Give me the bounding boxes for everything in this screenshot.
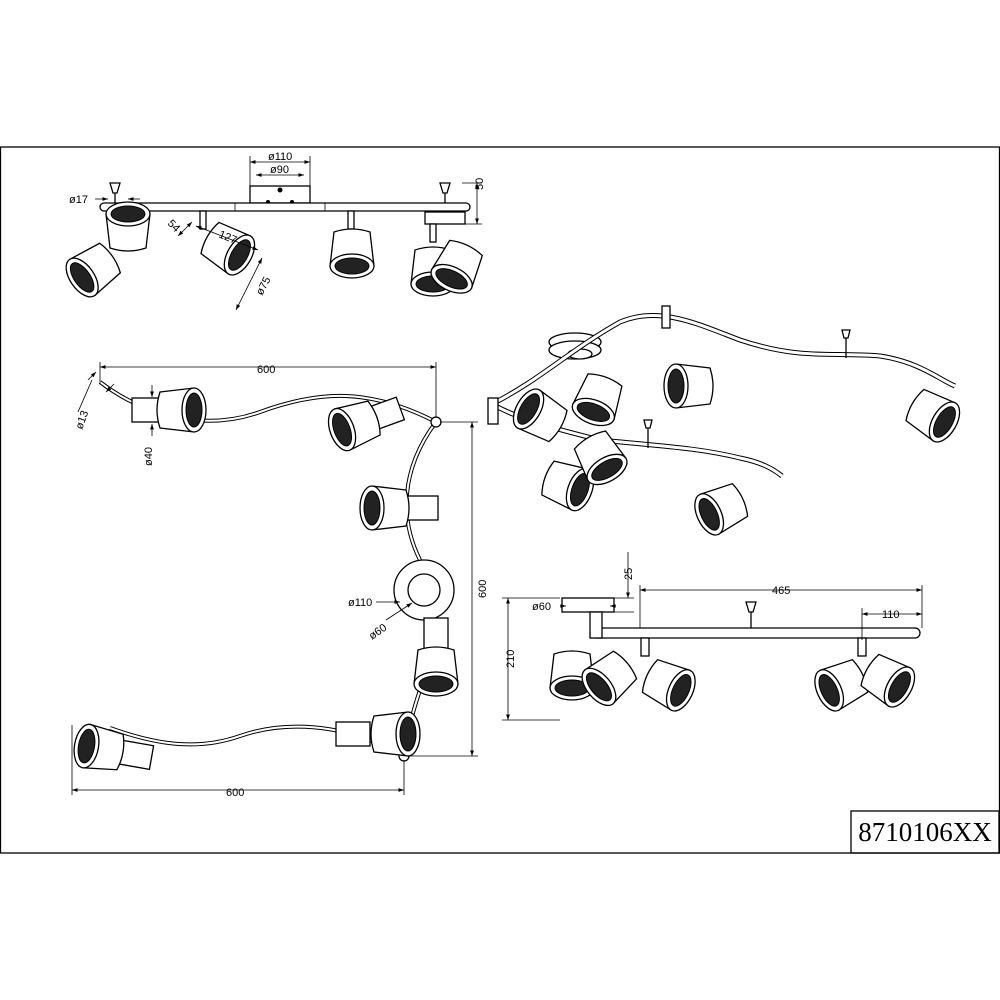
- dim-h25: 25: [623, 568, 635, 580]
- dim-h210: 210: [505, 650, 517, 668]
- side-bar: [589, 627, 921, 639]
- dim-d40: ø40: [143, 447, 155, 466]
- canopy-side: [561, 597, 615, 613]
- title-block: [850, 810, 1000, 854]
- product-code: 8710106XX: [858, 817, 992, 847]
- side-view: 25 465 110 ø60 210: [502, 552, 923, 721]
- dim-600-right: 600: [477, 580, 489, 598]
- dim-d75: ø75: [254, 275, 274, 297]
- perspective-view: [487, 305, 967, 541]
- dim-d90-top: ø90: [270, 164, 289, 176]
- plan-view: 600 600 600 ø13 ø40 ø110 ø60: [70, 362, 489, 799]
- dim-len465: 465: [772, 585, 790, 597]
- dim-d60-side: ø60: [532, 601, 551, 613]
- dim-d17: ø17: [69, 194, 88, 206]
- main-bar: [99, 202, 471, 212]
- canopy-plan-inner: [407, 573, 441, 607]
- dim-d13: ø13: [74, 409, 92, 431]
- dim-d60-plan: ø60: [367, 622, 389, 643]
- top-view: ø110 ø90 ø17 50 127 54 ø75: [59, 151, 488, 311]
- dim-len110: 110: [882, 609, 900, 621]
- dim-600-bottom: 600: [226, 787, 244, 799]
- dim-len54: 54: [165, 218, 182, 235]
- dim-600-top: 600: [257, 364, 275, 376]
- dim-d110-top: ø110: [268, 151, 292, 163]
- dim-d110-plan: ø110: [348, 597, 372, 609]
- dim-h50: 50: [474, 178, 486, 190]
